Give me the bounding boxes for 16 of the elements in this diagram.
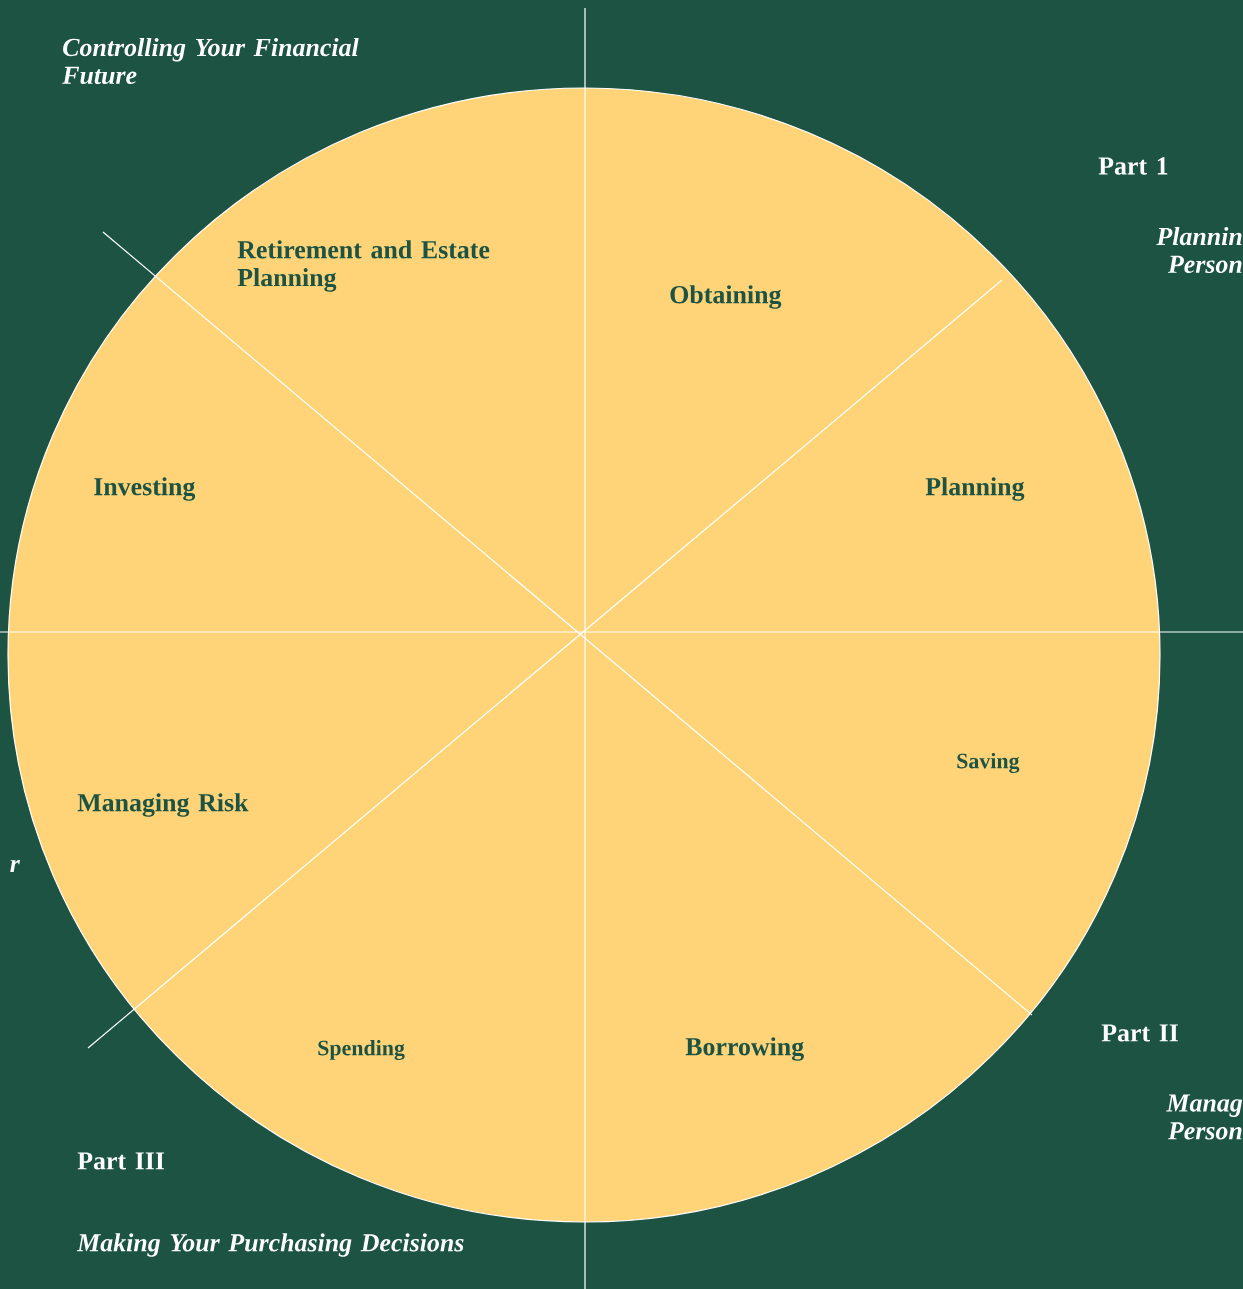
sector-label: Investing [94,477,196,501]
sector-label: Managing Risk [77,793,249,817]
part-label: Part II [1101,1024,1178,1042]
sector-label: Retirement and Estate Planning [237,240,490,292]
part-label: Manag Person [1166,1094,1243,1140]
part-label: Plannin Person [1156,226,1242,274]
sector-label: Obtaining [670,285,782,309]
part-label: Part III [77,1152,165,1170]
part-label: Part 1 [1098,157,1168,175]
sector-label: Spending [318,1040,405,1061]
part-label: Making Your Purchasing Decisions [76,1233,464,1257]
part-label: Controlling Your Financial Future [62,37,359,85]
sector-label: Planning [925,477,1025,501]
part-label: r [10,859,20,873]
sector-label: Saving [957,753,1020,774]
sector-label: Borrowing [685,1037,804,1061]
